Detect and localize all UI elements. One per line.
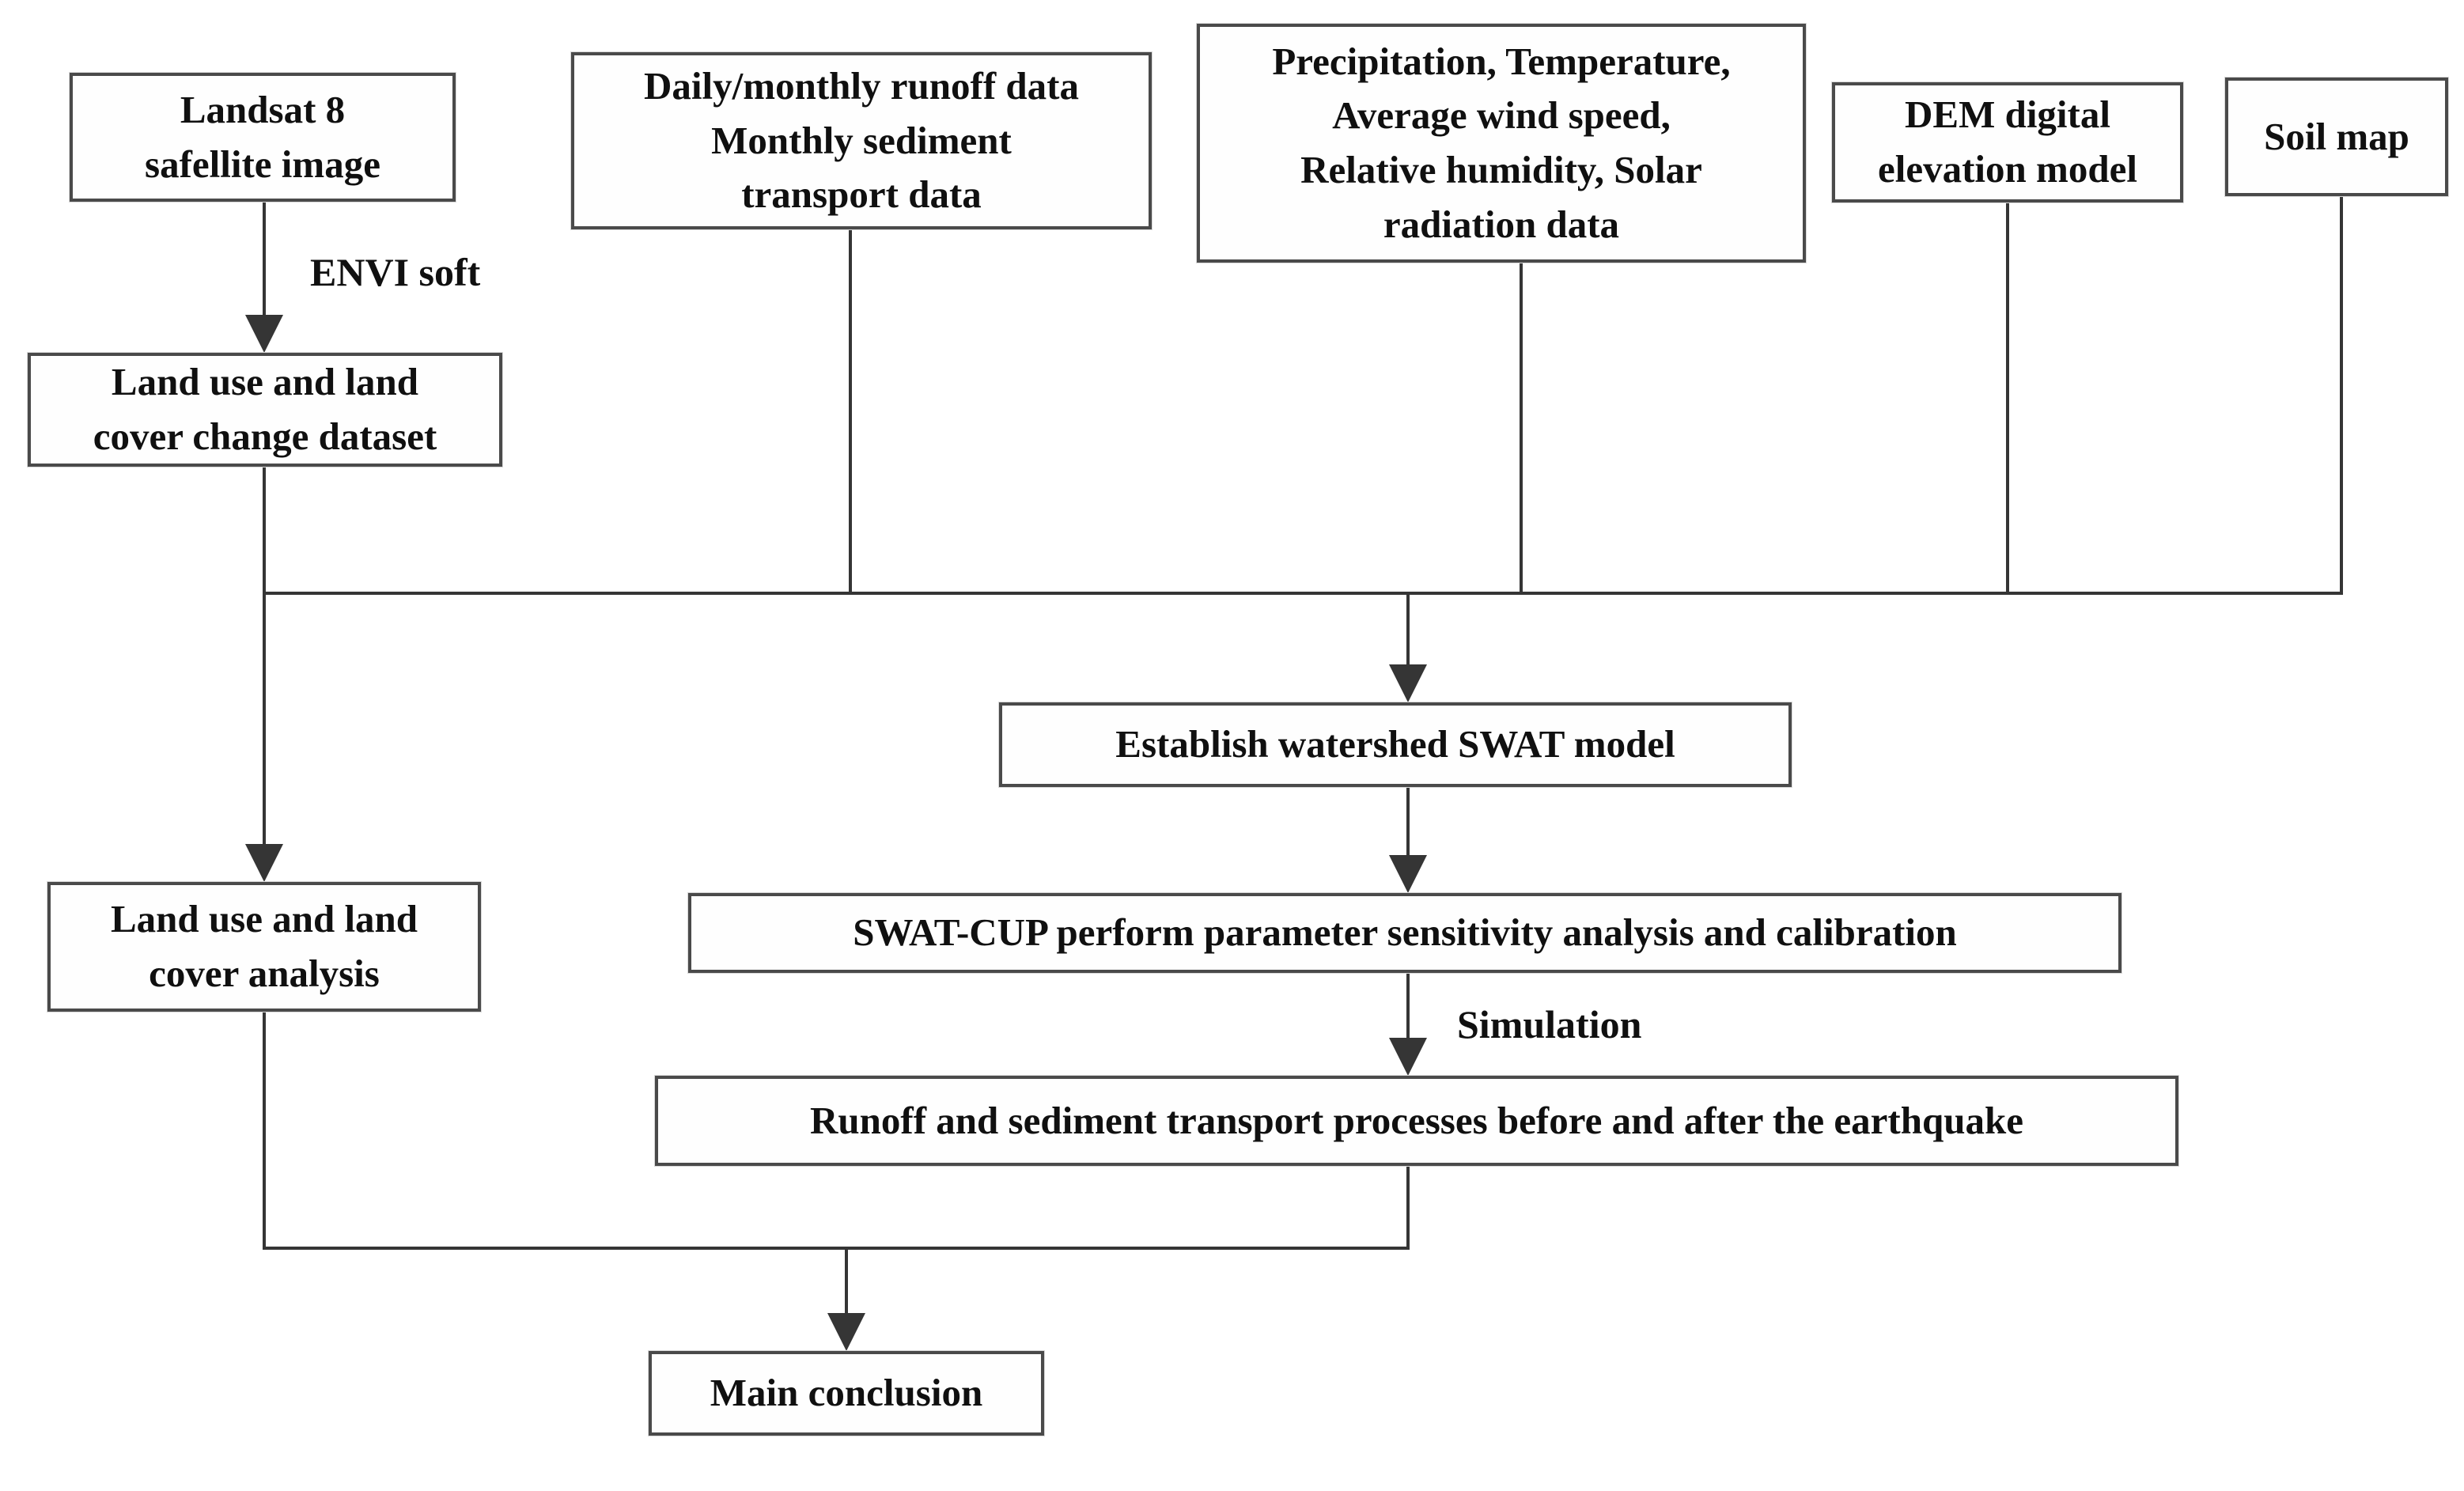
node-climate-data: Precipitation, Temperature, Average wind… xyxy=(1197,24,1806,263)
arrowhead-lulc-dataset xyxy=(245,315,283,353)
node-lulc-analysis: Land use and land cover analysis xyxy=(47,882,481,1012)
arrowhead-main-conclusion xyxy=(827,1313,865,1351)
node-swat-cup-calibration: SWAT-CUP perform parameter sensitivity a… xyxy=(688,893,2121,973)
node-establish-swat-model: Establish watershed SWAT model xyxy=(999,702,1792,787)
node-soil-map-label: Soil map xyxy=(2264,114,2409,158)
node-soil-map: Soil map xyxy=(2225,78,2448,196)
node-lulc-analysis-label: Land use and land cover analysis xyxy=(110,897,418,995)
node-establish-swat-model-label: Establish watershed SWAT model xyxy=(1115,722,1675,766)
node-lulc-change-dataset: Land use and land cover change dataset xyxy=(28,353,502,467)
edge-label-simulation: Simulation xyxy=(1457,1002,1642,1046)
arrowhead-lulc-analysis xyxy=(245,844,283,882)
arrowhead-swat-cup xyxy=(1389,855,1427,893)
node-main-conclusion-label: Main conclusion xyxy=(710,1371,983,1415)
node-runoff-sediment-processes-label: Runoff and sediment transport processes … xyxy=(810,1098,2023,1142)
node-swat-cup-calibration-label: SWAT-CUP perform parameter sensitivity a… xyxy=(853,910,1957,955)
node-runoff-sediment-data-label: Daily/monthly runoff data Monthly sedime… xyxy=(644,64,1079,217)
node-dem-label: DEM digital elevation model xyxy=(1878,93,2137,191)
node-landsat-image-label: Landsat 8 safellite image xyxy=(145,87,380,186)
node-runoff-sediment-processes: Runoff and sediment transport processes … xyxy=(655,1076,2178,1166)
node-lulc-change-dataset-label: Land use and land cover change dataset xyxy=(93,360,437,458)
node-landsat-image: Landsat 8 safellite image xyxy=(70,73,456,202)
node-main-conclusion: Main conclusion xyxy=(649,1351,1044,1436)
edge-label-envi-soft: ENVI soft xyxy=(310,250,481,294)
arrowhead-runoff-processes xyxy=(1389,1038,1427,1076)
arrowhead-swat-model xyxy=(1389,664,1427,702)
node-runoff-sediment-data: Daily/monthly runoff data Monthly sedime… xyxy=(571,52,1152,229)
node-dem: DEM digital elevation model xyxy=(1832,82,2183,202)
node-climate-data-label: Precipitation, Temperature, Average wind… xyxy=(1272,39,1731,246)
